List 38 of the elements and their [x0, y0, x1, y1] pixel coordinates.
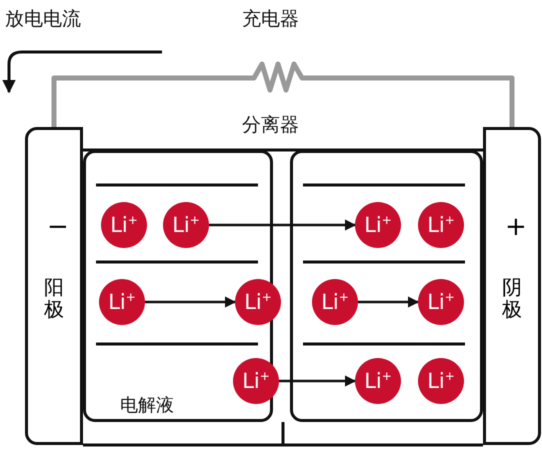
- ion-label: Li$^{+}$: [427, 291, 455, 313]
- electrode: [25, 127, 83, 445]
- ion-label: Li$^{+}$: [242, 370, 270, 392]
- ion-label: Li$^{+}$: [110, 214, 138, 236]
- arrow: [279, 375, 356, 387]
- separator-label: 分离器: [242, 113, 299, 138]
- lithium-ion: [99, 279, 145, 325]
- electrode-label: 阳极: [44, 276, 64, 320]
- ion-label: Li$^{+}$: [427, 214, 455, 236]
- arrow: [209, 219, 356, 231]
- lithium-ion: [233, 358, 279, 404]
- ion-label: Li$^{+}$: [364, 370, 392, 392]
- electrode-label: 阴极: [502, 276, 522, 320]
- lithium-ion: [355, 202, 401, 248]
- lithium-ion: [418, 358, 464, 404]
- electrolyte-compartment: [290, 150, 483, 422]
- lithium-ion: [418, 279, 464, 325]
- ion-label: Li$^{+}$: [321, 291, 349, 313]
- lithium-ion: [355, 358, 401, 404]
- compartment-label: 电解液: [120, 394, 174, 417]
- electrode: [483, 127, 541, 445]
- lithium-ion: [101, 202, 147, 248]
- current-label: 放电电流: [5, 7, 81, 32]
- polarity-sign: +: [505, 214, 527, 240]
- arrow: [358, 296, 420, 308]
- lithium-ion: [418, 202, 464, 248]
- lithium-ion: [312, 279, 358, 325]
- arrow: [145, 296, 236, 308]
- ion-label: Li$^{+}$: [244, 291, 272, 313]
- ion-label: Li$^{+}$: [108, 291, 136, 313]
- lithium-ion: [163, 202, 209, 248]
- ion-label: Li$^{+}$: [427, 370, 455, 392]
- charger-label: 充电器: [242, 7, 299, 32]
- ion-label: Li$^{+}$: [364, 214, 392, 236]
- wire: [52, 62, 514, 127]
- lithium-ion: [235, 279, 281, 325]
- ion-label: Li$^{+}$: [172, 214, 200, 236]
- polarity-sign: −: [47, 214, 69, 240]
